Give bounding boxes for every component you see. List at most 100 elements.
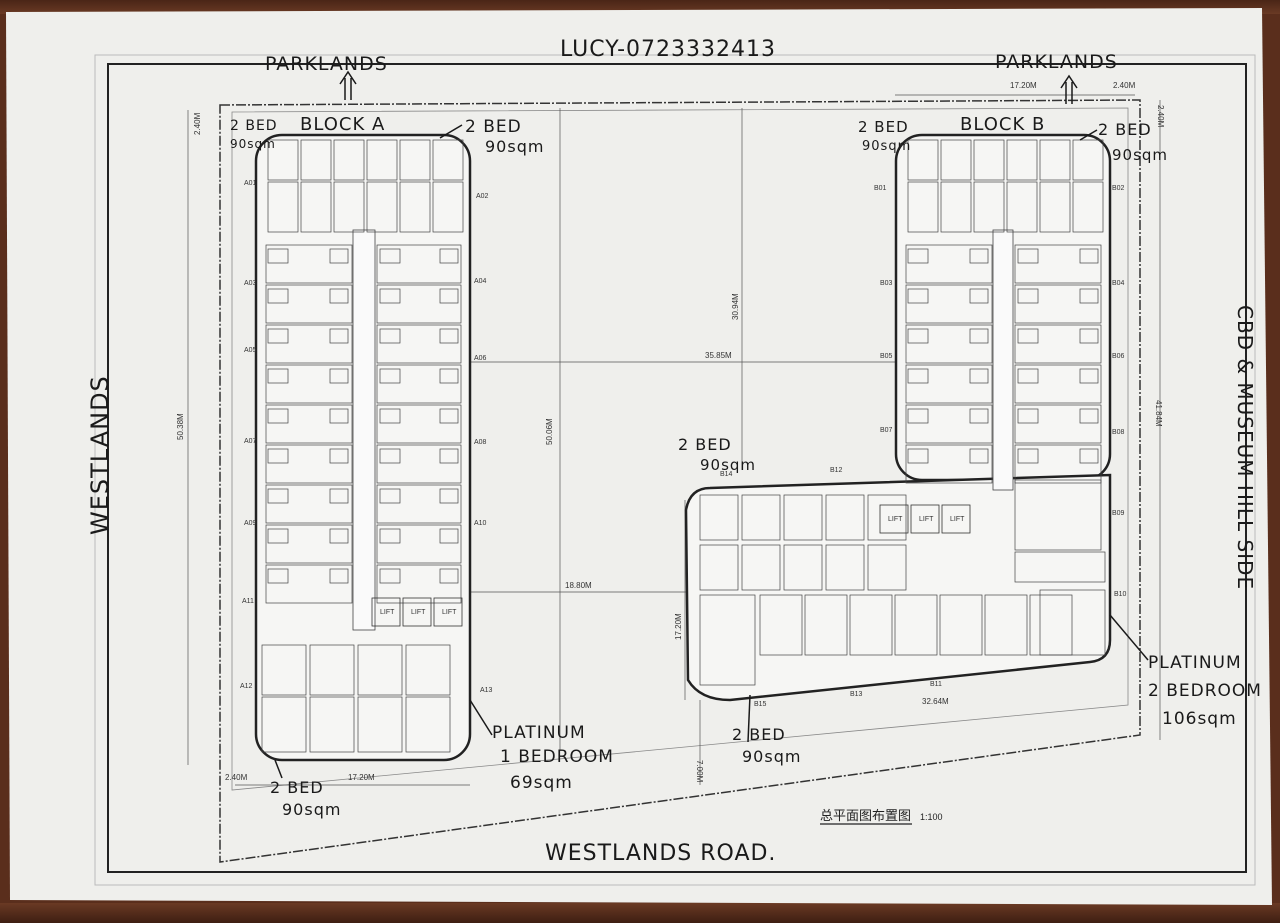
unit-room <box>907 139 939 181</box>
svg-text:69sqm: 69sqm <box>510 773 573 793</box>
dimension-label: 32.64M <box>922 697 949 706</box>
unit-room <box>905 364 993 404</box>
unit-room <box>267 568 289 584</box>
unit-room <box>333 139 365 181</box>
block-b-building <box>684 133 1112 702</box>
note-b-platinum: PLATINUM 2 BEDROOM 106sqm <box>1109 614 1261 729</box>
unit-room <box>867 494 907 541</box>
svg-text:90sqm: 90sqm <box>862 139 911 154</box>
unit-room <box>265 524 353 564</box>
unit-room <box>267 139 299 181</box>
unit-room <box>969 288 989 304</box>
unit-room <box>376 364 462 404</box>
unit-room <box>333 181 365 233</box>
unit-room <box>1014 244 1102 284</box>
unit-number-label: B12 <box>830 467 843 474</box>
unit-room <box>379 328 401 344</box>
svg-text:90sqm: 90sqm <box>1112 146 1168 164</box>
unit-room <box>329 488 349 504</box>
svg-text:90sqm: 90sqm <box>230 137 276 151</box>
unit-room <box>1039 139 1071 181</box>
unit-room <box>366 139 398 181</box>
dimension-label: 17.20M <box>674 613 683 640</box>
table-surface-bottom <box>0 903 1280 923</box>
unit-room <box>261 644 307 696</box>
unit-room <box>1017 288 1039 304</box>
unit-room <box>907 408 929 424</box>
unit-room <box>329 528 349 544</box>
unit-room <box>439 328 459 344</box>
unit-room <box>894 594 938 656</box>
unit-room <box>905 324 993 364</box>
unit-room <box>439 448 459 464</box>
north-label-left: PARKLANDS <box>265 53 388 75</box>
unit-room <box>399 181 431 233</box>
unit-room <box>1014 551 1106 583</box>
unit-room <box>1014 364 1102 404</box>
unit-room <box>1072 139 1104 181</box>
dimension-label: 2.40M <box>225 773 248 782</box>
unit-number-label: A13 <box>480 687 493 694</box>
unit-room <box>399 139 431 181</box>
unit-room <box>267 488 289 504</box>
unit-number-label: A12 <box>240 683 253 690</box>
svg-text:90sqm: 90sqm <box>742 747 801 766</box>
unit-number-label: B02 <box>1112 185 1125 192</box>
unit-room <box>267 288 289 304</box>
unit-room <box>357 644 403 696</box>
unit-room <box>905 444 993 484</box>
unit-number-label: B03 <box>880 280 893 287</box>
unit-room <box>439 568 459 584</box>
unit-room <box>905 244 993 284</box>
unit-room <box>267 248 289 264</box>
unit-room <box>366 181 398 233</box>
dimension-label: 50.38M <box>176 413 185 440</box>
block-b-lifts: LIFT LIFT LIFT <box>879 504 971 534</box>
unit-room <box>265 444 353 484</box>
unit-room <box>265 324 353 364</box>
unit-room <box>379 448 401 464</box>
dimension-label: 35.85M <box>705 351 732 360</box>
unit-room <box>905 404 993 444</box>
unit-number-label: A08 <box>474 439 487 446</box>
lift-label: LIFT <box>380 609 395 616</box>
svg-text:PLATINUM: PLATINUM <box>492 723 586 743</box>
unit-number-label: A01 <box>244 180 257 187</box>
unit-room <box>329 408 349 424</box>
unit-room <box>969 248 989 264</box>
unit-room <box>907 288 929 304</box>
unit-room <box>329 248 349 264</box>
unit-room <box>300 139 332 181</box>
unit-room <box>1039 181 1071 233</box>
unit-room <box>267 328 289 344</box>
dimension-label: 2.40M <box>1156 105 1165 128</box>
unit-room <box>439 488 459 504</box>
unit-room <box>379 248 401 264</box>
svg-text:2 BED: 2 BED <box>732 725 786 744</box>
svg-text:PLATINUM: PLATINUM <box>1148 653 1242 673</box>
unit-room <box>265 284 353 324</box>
unit-room <box>1079 288 1099 304</box>
unit-number-label: B04 <box>1112 280 1125 287</box>
unit-number-label: A10 <box>474 520 487 527</box>
unit-room <box>907 448 929 464</box>
block-b-label: BLOCK B <box>960 114 1045 135</box>
site-boundary <box>219 99 1141 863</box>
unit-room <box>907 181 939 233</box>
unit-room <box>1014 404 1102 444</box>
unit-room <box>261 696 307 753</box>
block-a-building <box>254 133 472 762</box>
unit-room <box>267 368 289 384</box>
unit-room <box>1039 589 1106 656</box>
unit-room <box>973 139 1005 181</box>
unit-room <box>309 696 355 753</box>
unit-room <box>439 528 459 544</box>
note-a-top-left: 2 BED 90sqm <box>230 118 277 151</box>
lift-label: LIFT <box>888 516 903 523</box>
unit-room <box>439 248 459 264</box>
svg-text:90sqm: 90sqm <box>700 456 756 474</box>
unit-room <box>1017 248 1039 264</box>
unit-room <box>849 594 893 656</box>
unit-room <box>699 544 739 591</box>
dimension-label: 30.94M <box>731 293 740 320</box>
